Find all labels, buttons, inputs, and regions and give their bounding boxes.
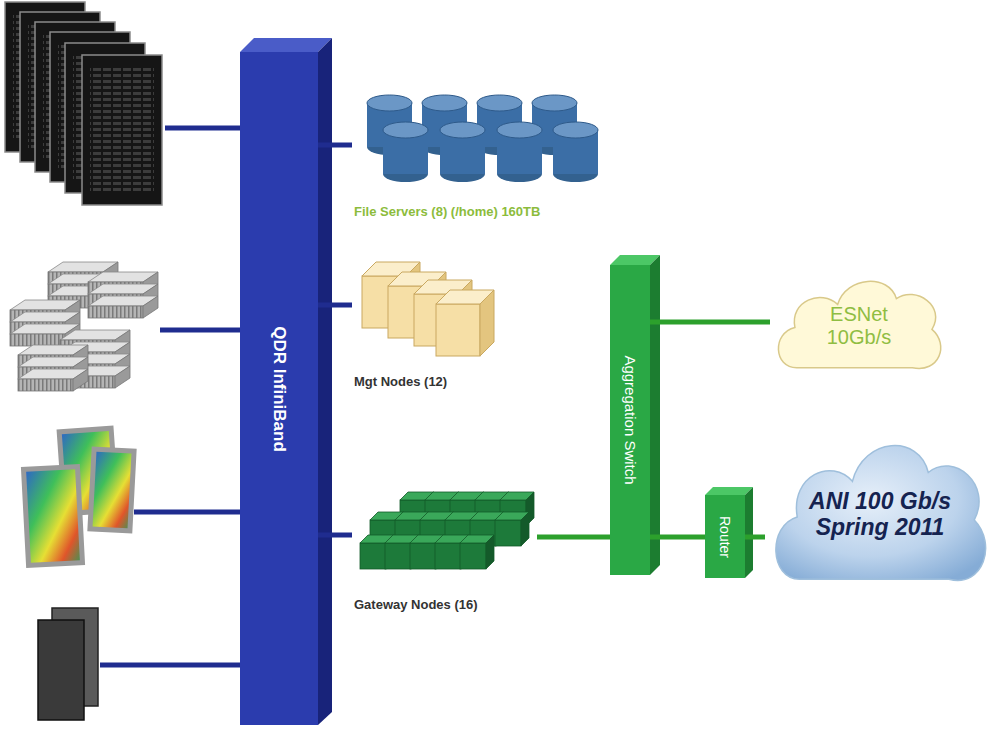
file-server-group: File Servers (8) (/home) 160TB — [352, 88, 624, 222]
cloud-label: ESNet 10Gb/s — [819, 303, 899, 349]
infiniband-bar: QDR InfiniBand — [240, 52, 318, 725]
bar-label: QDR InfiniBand — [269, 326, 289, 452]
network-link — [318, 143, 352, 148]
bar-label: Router — [717, 515, 733, 557]
esnet-cloud: ESNet 10Gb/s — [770, 268, 948, 383]
network-link — [318, 303, 352, 308]
group-label: Gateway Nodes (16) — [354, 598, 478, 613]
network-link — [318, 533, 352, 538]
network-link — [745, 535, 765, 540]
ani-cloud: ANI 100 Gb/s Spring 2011 — [765, 425, 995, 603]
aggregation-switch: Aggregation Switch — [610, 265, 650, 575]
network-link — [650, 535, 705, 540]
group-label: File Servers (8) (/home) 160TB — [354, 205, 540, 220]
management-node-group: Mgt Nodes (12) — [352, 255, 502, 392]
router-box: Router — [705, 495, 745, 578]
group-label: Mgt Nodes (12) — [354, 375, 447, 390]
network-link — [650, 320, 770, 325]
bar-label: Aggregation Switch — [621, 355, 638, 484]
cloud-label: ANI 100 Gb/s Spring 2011 — [798, 488, 963, 541]
network-link — [537, 535, 610, 540]
gateway-node-group: Gateway Nodes (16) — [352, 485, 537, 615]
